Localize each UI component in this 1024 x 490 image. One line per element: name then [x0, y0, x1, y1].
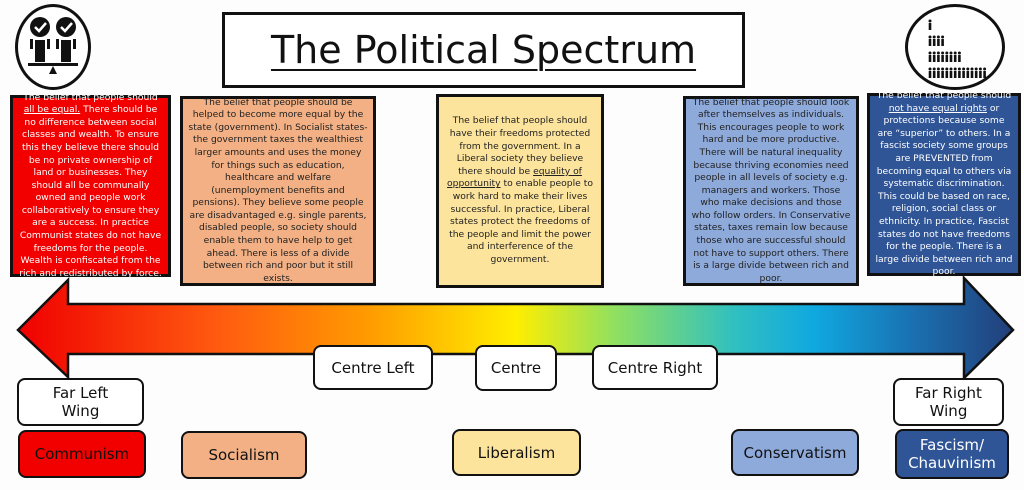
person-figure — [983, 71, 986, 78]
person-figure — [945, 55, 949, 62]
person-figure — [932, 55, 936, 62]
centre-label: Centre — [475, 345, 557, 391]
person-figure — [932, 71, 936, 78]
person-figure — [949, 55, 953, 62]
person-figure — [953, 67, 957, 71]
desc-text: The belief that people should — [23, 91, 158, 103]
person-figure — [937, 39, 940, 46]
person-figure — [957, 67, 961, 71]
conservatism-description: The belief that people should look after… — [683, 96, 859, 286]
person-figure — [974, 67, 978, 71]
person-figure — [928, 71, 932, 78]
person-figure — [974, 71, 978, 78]
person-figure — [928, 67, 932, 71]
person-figure — [932, 35, 936, 39]
person-figure — [928, 19, 932, 23]
person-figure — [928, 23, 932, 30]
person-figure — [945, 67, 949, 71]
person-figure — [941, 39, 944, 46]
desc-emphasis: not have equal rights — [888, 102, 987, 114]
desc-text: The belief that people should have their… — [449, 115, 591, 177]
person-figure — [936, 51, 940, 55]
person-figure — [937, 55, 940, 62]
person-figure — [953, 55, 957, 62]
communism-label: Communism — [18, 430, 146, 478]
liberalism-label: Liberalism — [452, 429, 581, 476]
spectrum-arrow — [16, 274, 1015, 381]
person-figure — [941, 35, 945, 39]
person-figure — [962, 67, 966, 71]
person-figure — [932, 51, 936, 55]
person-figure — [928, 55, 932, 62]
desc-text: or protections because some are “superio… — [875, 102, 1013, 278]
person-figure — [958, 71, 961, 78]
person-figure — [932, 39, 936, 46]
person-figure — [953, 51, 957, 55]
person-figure — [966, 67, 970, 71]
person-figure — [941, 71, 944, 78]
person-figure — [949, 71, 953, 78]
person-figure — [970, 71, 974, 78]
person-figure — [949, 51, 953, 55]
person-figure — [941, 67, 945, 71]
person-figure — [966, 71, 970, 78]
person-figure — [945, 71, 949, 78]
page-title: The Political Spectrum — [270, 28, 697, 72]
centre-left-label: Centre Left — [313, 345, 433, 390]
person-figure — [932, 67, 936, 71]
desc-text: The belief that people should — [876, 90, 1012, 102]
desc-text: There should be no difference between so… — [19, 104, 162, 279]
desc-emphasis: all be equal. — [23, 104, 81, 116]
fascism-label: Fascism/ Chauvinism — [895, 429, 1009, 479]
title-banner: The Political Spectrum — [222, 12, 745, 88]
person-figure — [936, 67, 940, 71]
socialism-label: Socialism — [181, 431, 307, 479]
desc-text: The belief that people should be helped … — [188, 96, 368, 284]
person-figure — [928, 35, 932, 39]
person-figure — [949, 67, 953, 71]
person-figure — [936, 35, 940, 39]
person-figure — [941, 55, 944, 62]
desc-text: to enable people to work hard to make th… — [449, 178, 593, 265]
far-left-label: Far Left Wing — [17, 378, 144, 426]
person-figure — [983, 67, 987, 71]
person-figure — [928, 51, 932, 55]
fascism-description: The belief that people should not have e… — [867, 90, 1021, 278]
person-figure — [941, 51, 945, 55]
person-figure — [970, 67, 974, 71]
communism-description: The belief that people should all be equ… — [10, 91, 171, 279]
person-figure — [928, 39, 932, 46]
person-figure — [953, 71, 957, 78]
person-figure — [945, 51, 949, 55]
person-figure — [937, 71, 940, 78]
person-figure — [978, 67, 982, 71]
hierarchy-people-icon — [905, 4, 1005, 90]
equality-scale-icon — [15, 4, 91, 90]
socialism-description: The belief that people should be helped … — [180, 96, 376, 286]
liberalism-description: The belief that people should have their… — [436, 94, 604, 288]
person-figure — [979, 71, 982, 78]
desc-text: The belief that people should look after… — [691, 96, 851, 284]
desc-emphasis: equality of opportunity — [447, 165, 582, 190]
person-figure — [957, 51, 961, 55]
person-figure — [962, 71, 965, 78]
spectrum-arrow-shape — [16, 274, 1015, 381]
centre-right-label: Centre Right — [592, 345, 718, 390]
far-right-label: Far Right Wing — [893, 378, 1004, 426]
conservatism-label: Conservatism — [731, 429, 859, 476]
person-figure — [958, 55, 961, 62]
